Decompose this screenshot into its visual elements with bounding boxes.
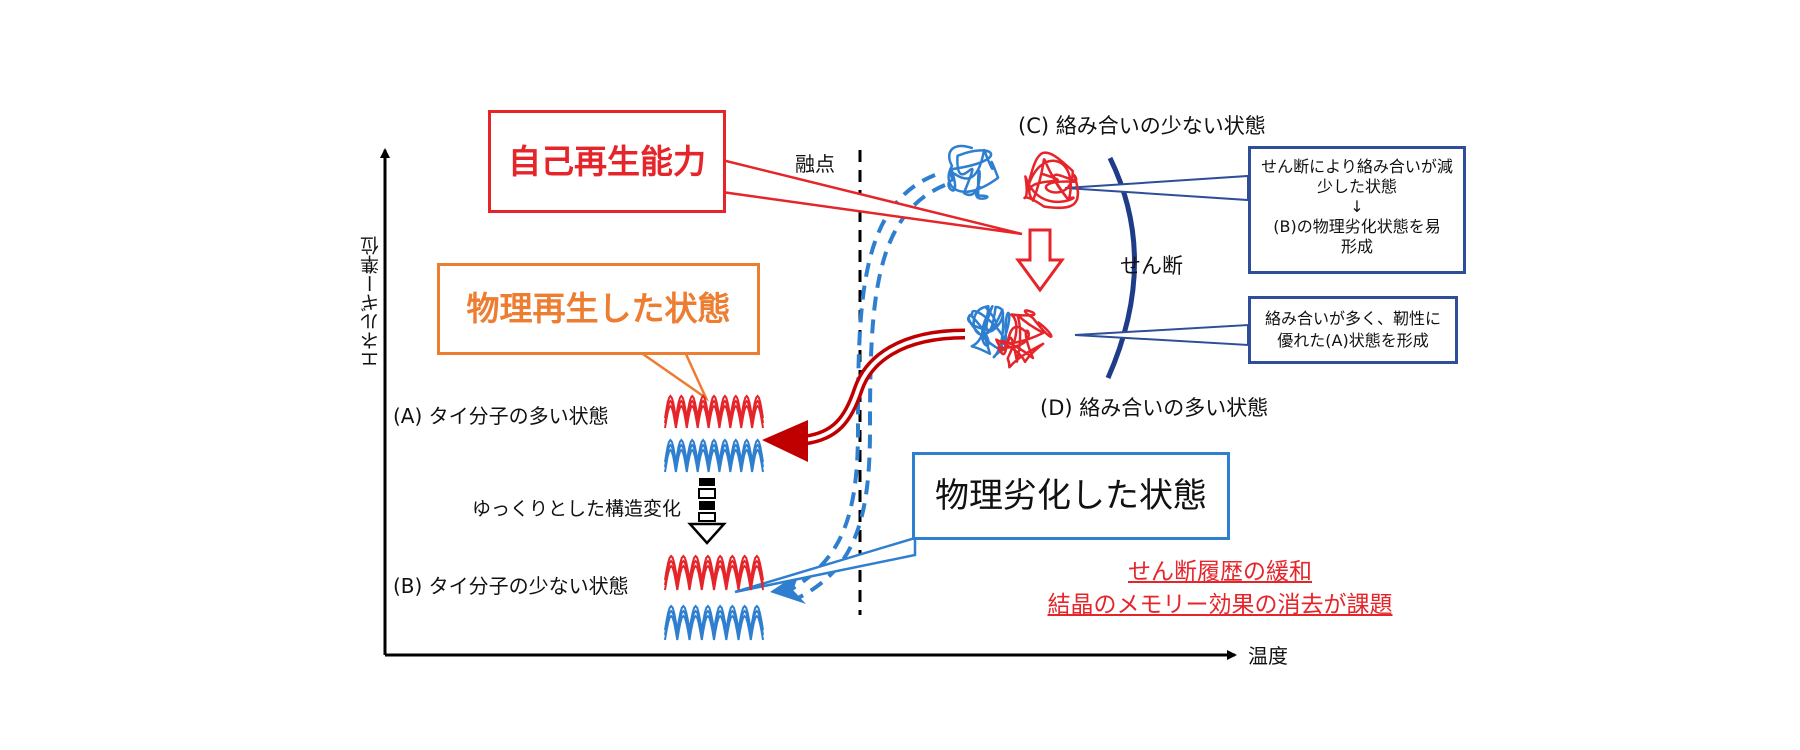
crystal-lamellae <box>664 394 764 641</box>
x-axis-label: 温度 <box>1248 644 1288 668</box>
lamella-a-red <box>664 394 764 429</box>
polymer-tangles <box>947 144 1080 369</box>
regeneration-arrow <box>804 328 966 446</box>
slow-change-arrow <box>687 478 727 545</box>
tangle-c-red <box>1023 151 1080 210</box>
c-to-d-arrow <box>1015 228 1065 293</box>
self-regeneration-callout: 自己再生能力 <box>488 110 726 213</box>
state-d-label: (D) 絡み合いの多い状態 <box>1040 396 1269 420</box>
degradation-arrowhead <box>770 572 806 604</box>
slow-change-label: ゆっくりとした構造変化 <box>472 498 682 520</box>
lamella-b-blue <box>664 604 764 641</box>
state-b-label: (B) タイ分子の少ない状態 <box>393 574 629 598</box>
tangle-c-blue <box>947 144 1000 200</box>
note-c-pointer <box>1064 174 1249 202</box>
melting-point-label: 融点 <box>795 152 835 176</box>
note-c-arrow: ↓ <box>1350 197 1364 216</box>
physically-regenerated-callout: 物理再生した状態 <box>437 263 760 355</box>
self-regeneration-text: 自己再生能力 <box>508 142 706 181</box>
degradation-path <box>788 173 946 600</box>
regen-state-pointer <box>636 350 710 402</box>
degraded-state-pointer <box>734 536 917 594</box>
state-a-label: (A) タイ分子の多い状態 <box>393 404 609 428</box>
note-c-box: せん断により絡み合いが減 少した状態 ↓ (B)の物理劣化状態を易 形成 <box>1248 146 1466 274</box>
lamella-b-red <box>664 554 764 591</box>
note-c-line4: 形成 <box>1340 237 1373 256</box>
issue-text: せん断履歴の緩和 結晶のメモリー効果の消去が課題 <box>1010 556 1430 622</box>
physically-degraded-callout: 物理劣化した状態 <box>912 452 1230 540</box>
shear-label: せん断 <box>1120 254 1183 278</box>
regeneration-arrowhead <box>762 420 808 462</box>
lamella-a-blue <box>664 438 764 473</box>
physically-degraded-text: 物理劣化した状態 <box>935 476 1207 516</box>
note-d-line1: 絡み合いが多く、靭性に <box>1264 309 1441 328</box>
issue-line1: せん断履歴の緩和 <box>1128 559 1312 585</box>
note-d-line2: 優れた(A)状態を形成 <box>1277 331 1429 350</box>
note-c-line1: せん断により絡み合いが減 <box>1261 157 1453 176</box>
note-d-box: 絡み合いが多く、靭性に 優れた(A)状態を形成 <box>1248 296 1458 364</box>
y-axis-label: エネルギー準位 <box>360 236 382 369</box>
state-c-label: (C) 絡み合いの少ない状態 <box>1018 114 1266 138</box>
physically-regenerated-text: 物理再生した状態 <box>466 289 731 328</box>
note-c-line2: 少した状態 <box>1316 177 1397 196</box>
note-c-line3: (B)の物理劣化状態を易 <box>1273 217 1441 236</box>
tangle-d-red <box>995 309 1053 369</box>
note-d-pointer <box>1074 323 1249 347</box>
issue-line2: 結晶のメモリー効果の消去が課題 <box>1047 592 1393 618</box>
